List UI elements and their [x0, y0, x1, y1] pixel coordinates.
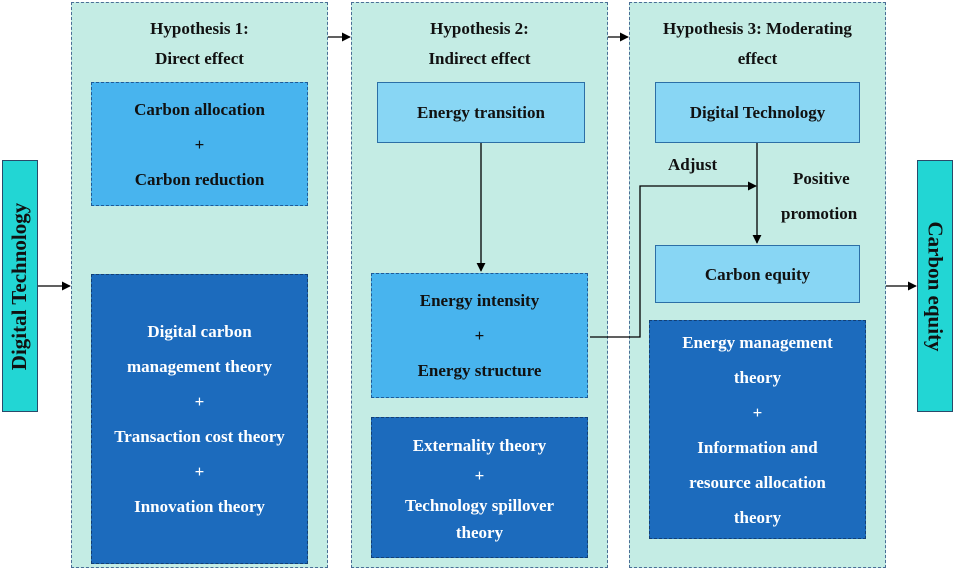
- plus-sign: +: [474, 465, 485, 485]
- hypothesis1-title-line2: Direct effect: [155, 49, 244, 68]
- plus-sign: +: [194, 392, 205, 411]
- carbon-allocation-text: Carbon allocation: [134, 99, 265, 119]
- h3-theory-line2: theory: [733, 367, 782, 387]
- adjust-label: Adjust: [668, 155, 718, 174]
- h2-theory-line1: Externality theory: [412, 435, 547, 455]
- arrow-adjust-path: [590, 181, 757, 338]
- digital-technology-box: Digital Technology: [655, 82, 860, 143]
- hypothesis2-title: Hypothesis 2: Indirect effect: [351, 14, 608, 74]
- h3-theory-line4: resource allocation: [689, 472, 826, 492]
- plus-sign: +: [194, 134, 205, 154]
- energy-transition-box: Energy transition: [377, 82, 585, 143]
- plus-sign: +: [474, 326, 485, 345]
- digital-technology-side-label: Digital Technology: [7, 202, 32, 370]
- carbon-equity-text: Carbon equity: [704, 264, 811, 284]
- h2-theory-line3: theory: [455, 522, 504, 542]
- digital-technology-text: Digital Technology: [689, 103, 826, 122]
- h3-theory-box: Energy management theory + Information a…: [649, 320, 866, 539]
- promotion-label: promotion: [781, 204, 858, 223]
- h3-theory-line3: Information and: [697, 437, 818, 457]
- carbon-reduction-text: Carbon reduction: [134, 169, 265, 189]
- energy-transition-text: Energy transition: [417, 103, 545, 122]
- h1-theory-line2: management theory: [127, 357, 272, 376]
- h2-theory-line2: Technology spillover: [404, 495, 555, 515]
- h1-theory-line4: Innovation theory: [134, 497, 265, 516]
- h3-theory-line5: theory: [733, 507, 782, 527]
- plus-sign: +: [194, 462, 205, 481]
- hypothesis2-title-line2: Indirect effect: [428, 49, 531, 68]
- h1-theory-line3: Transaction cost theory: [114, 427, 285, 446]
- hypothesis3-title: Hypothesis 3: Moderating effect: [629, 14, 886, 74]
- h1-theory-line1: Digital carbon: [147, 322, 252, 341]
- h2-theory-box: Externality theory + Technology spillove…: [371, 417, 588, 558]
- plus-sign: +: [752, 402, 763, 422]
- carbon-equity-side-label: Carbon equity: [923, 220, 948, 352]
- carbon-equity-side-box: Carbon equity: [917, 160, 953, 412]
- carbon-allocation-box: Carbon allocation + Carbon reduction: [91, 82, 308, 206]
- positive-label: Positive: [793, 169, 850, 188]
- h3-theory-line1: Energy management: [682, 332, 833, 352]
- energy-intensity-text: Energy intensity: [419, 291, 540, 310]
- carbon-equity-box: Carbon equity: [655, 245, 860, 303]
- energy-structure-text: Energy structure: [417, 361, 542, 380]
- hypothesis1-title-line1: Hypothesis 1:: [150, 19, 249, 38]
- hypothesis2-title-line1: Hypothesis 2:: [430, 19, 529, 38]
- h1-theory-box: Digital carbon management theory + Trans…: [91, 274, 308, 564]
- hypothesis3-title-line2: effect: [737, 49, 778, 68]
- digital-technology-side-box: Digital Technology: [2, 160, 38, 412]
- hypothesis3-title-line1: Hypothesis 3: Moderating: [663, 19, 852, 38]
- hypothesis1-title: Hypothesis 1: Direct effect: [71, 14, 328, 74]
- energy-intensity-structure-box: Energy intensity + Energy structure: [371, 273, 588, 398]
